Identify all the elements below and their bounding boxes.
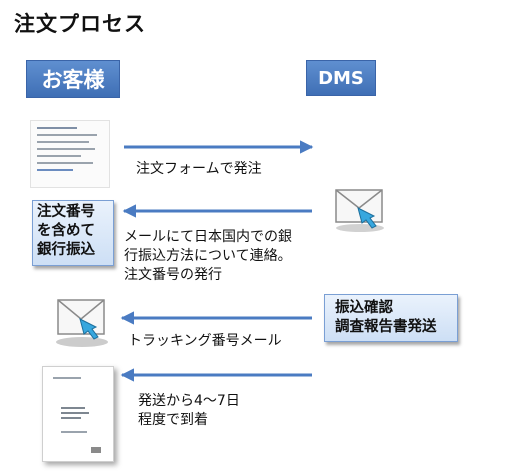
step-2-label-line: 行振込方法について連絡。	[124, 248, 292, 264]
step-2-box-line: 注文番号	[37, 204, 95, 220]
step-2-label: メールにて日本国内での銀 行振込方法について連絡。 注文番号の発行	[124, 228, 292, 285]
page-title: 注文プロセス	[14, 12, 146, 36]
step-4-label: 発送から4～7日 程度で到着	[138, 392, 240, 430]
step-4-label-line: 程度で到着	[138, 412, 208, 428]
step-2-label-line: メールにて日本国内での銀	[124, 229, 292, 245]
step-2-box-line: 銀行振込	[37, 242, 95, 258]
step-4-label-line: 発送から4～7日	[138, 393, 240, 409]
step-2-box: 注文番号 を含めて 銀行振込	[32, 200, 114, 266]
envelope-icon	[56, 299, 108, 347]
report-document-icon	[42, 366, 114, 462]
step-3-box-line: 振込確認	[335, 300, 393, 316]
step-2-box-line: を含めて	[37, 223, 95, 239]
step-3-label: トラッキング番号メール	[128, 333, 282, 349]
envelope-icon	[335, 189, 384, 232]
dms-header: DMS	[306, 60, 376, 96]
step-3-box-line: 調査報告書発送	[335, 319, 437, 335]
step-1-label: 注文フォームで発注	[136, 161, 262, 177]
customer-header: お客様	[26, 60, 120, 98]
step-3-box: 振込確認 調査報告書発送	[324, 294, 458, 342]
order-form-thumbnail	[30, 120, 110, 188]
step-2-label-line: 注文番号の発行	[124, 267, 222, 283]
